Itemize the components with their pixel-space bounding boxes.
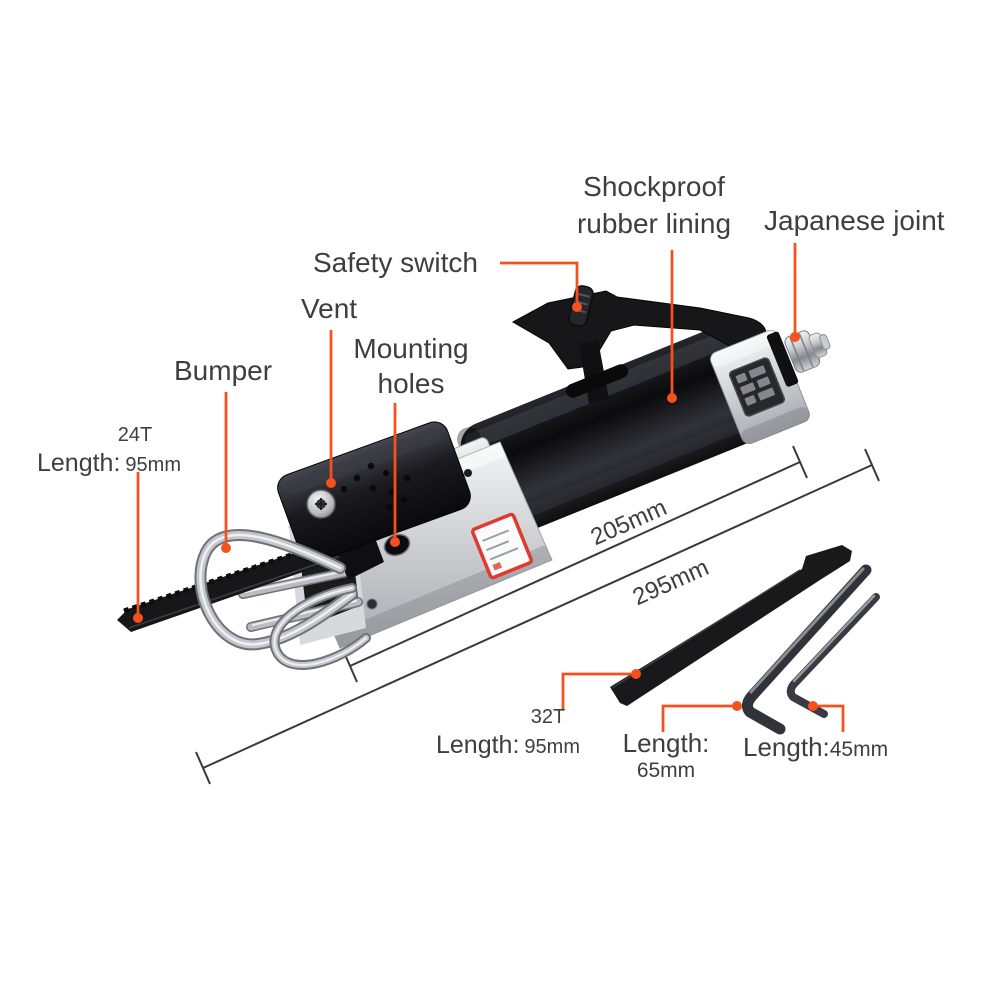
bumper-wire: [194, 529, 371, 670]
spare-blade-32t: [610, 545, 852, 706]
hex-key-large-length-label: Length:: [622, 728, 710, 758]
leader-bumper: [221, 392, 231, 553]
japanese-joint-label: Japanese joint: [764, 205, 945, 236]
blade-24t-length-value: 95mm: [125, 454, 181, 476]
blade-32t-length-label: Length:: [436, 731, 520, 759]
blade-24t-length-label: Length:: [37, 449, 121, 477]
leader-japanese-joint: [790, 243, 800, 342]
blade-24t-teeth: 24T: [117, 424, 153, 446]
leader-shockproof: [667, 250, 677, 403]
leader-hex-key-small: [808, 701, 845, 732]
leader-hex-key-large: [661, 701, 742, 732]
dimension-line-295: [195, 448, 880, 785]
blade-32t-spec: 32T Length:95mm: [436, 705, 580, 761]
leader-blade-24t: [133, 472, 143, 623]
hex-key-small-length-value: 45mm: [829, 738, 889, 761]
blade-32t-teeth: 32T: [530, 706, 566, 728]
hex-key-large-length-value: 65mm: [636, 758, 696, 782]
housing-screw: [306, 489, 336, 519]
leader-mounting-holes: [390, 403, 400, 547]
hex-key-small-spec: Length:45mm: [743, 731, 888, 764]
hex-key-large: [741, 564, 872, 735]
bumper-label: Bumper: [174, 355, 273, 386]
blade-24t-spec: 24T Length:95mm: [36, 423, 182, 479]
shockproof-label: Shockproof rubber lining: [576, 171, 732, 239]
blade-32t-length-value: 95mm: [524, 736, 580, 758]
gear-housing-block: [277, 421, 471, 563]
hex-key-small-length-label: Length:: [743, 732, 830, 762]
hex-key-large-spec: Length: 65mm: [620, 728, 712, 783]
hex-key-small: [786, 593, 880, 718]
callout-leaders: [133, 243, 845, 732]
leader-vent: [326, 330, 336, 488]
brand-plate: [728, 357, 786, 417]
safety-switch-label: Safety switch: [313, 247, 478, 278]
leader-safety-switch: [500, 261, 582, 312]
vent-holes: [340, 462, 411, 511]
vent-label: Vent: [301, 293, 358, 324]
warning-label-sticker: [471, 512, 533, 580]
mounting-holes-label: Mounting holes: [353, 333, 469, 399]
leader-blade-32t: [561, 669, 641, 709]
